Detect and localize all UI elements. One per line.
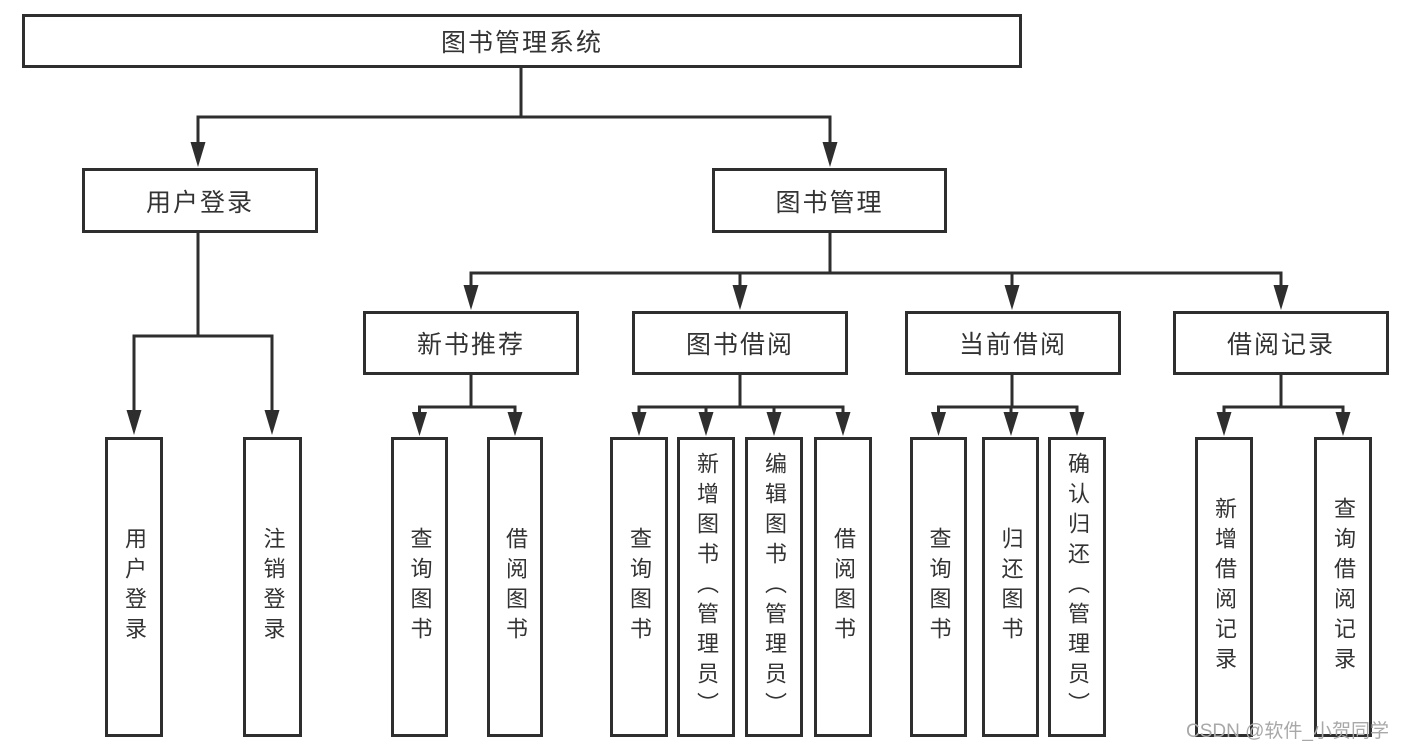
leaf-edit-books-admin: 编辑图书（管理员） <box>745 437 803 737</box>
leaf-borrow-books-recommend: 借阅图书 <box>487 437 543 737</box>
leaf-query-books-current: 查询图书 <box>910 437 967 737</box>
leaf-return-books: 归还图书 <box>982 437 1039 737</box>
node-user-login: 用户登录 <box>82 168 318 233</box>
leaf-borrow-books: 借阅图书 <box>814 437 872 737</box>
leaf-confirm-return-admin: 确认归还（管理员） <box>1048 437 1106 737</box>
leaf-user-login: 用户登录 <box>105 437 163 737</box>
leaf-query-books-recommend: 查询图书 <box>391 437 448 737</box>
node-borrowing-records: 借阅记录 <box>1173 311 1389 375</box>
watermark-text: CSDN @软件_小贺同学 <box>1186 721 1389 742</box>
leaf-logout: 注销登录 <box>243 437 302 737</box>
node-book-borrowing: 图书借阅 <box>632 311 848 375</box>
leaf-query-books-borrowing: 查询图书 <box>610 437 668 737</box>
node-current-borrowing: 当前借阅 <box>905 311 1121 375</box>
leaf-add-borrow-record: 新增借阅记录 <box>1195 437 1253 737</box>
leaf-query-borrow-record: 查询借阅记录 <box>1314 437 1372 737</box>
node-root: 图书管理系统 <box>22 14 1022 68</box>
leaf-add-books-admin: 新增图书（管理员） <box>677 437 735 737</box>
node-new-book-recommend: 新书推荐 <box>363 311 579 375</box>
node-book-management: 图书管理 <box>712 168 947 233</box>
